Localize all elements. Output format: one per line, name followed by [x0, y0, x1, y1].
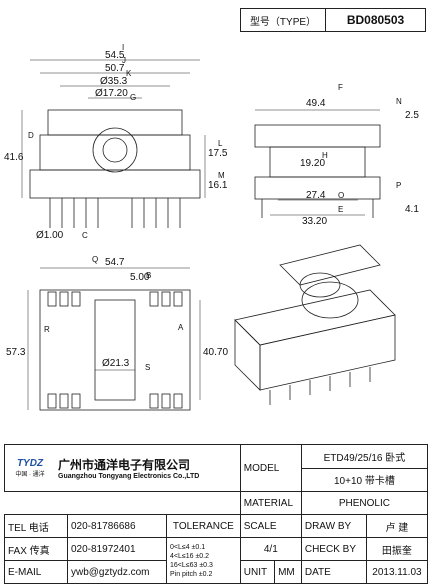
letter-e: E [338, 205, 343, 214]
isometric-view [234, 244, 396, 405]
pins-bottom-row [47, 393, 183, 409]
dim-41-6: 41.6 [4, 152, 24, 163]
technical-drawing: 54.5 50.7 Ø35.3 Ø17.20 41.6 17.5 16.1 Ø1… [4, 43, 419, 411]
side-flange-top [254, 124, 381, 148]
unit-value: MM [274, 560, 302, 584]
model-value-1: ETD49/25/16 卧式 [300, 444, 429, 469]
fax-value: 020-81972401 [67, 537, 167, 561]
center-hole-inner [102, 137, 128, 163]
model-label: MODEL [239, 444, 302, 492]
letter-l: L [218, 139, 223, 148]
letter-a: A [178, 323, 184, 332]
pins-front [49, 198, 181, 228]
date-label: DATE [300, 560, 367, 584]
material-label: MATERIAL [239, 491, 302, 515]
dim-d21-3: Ø21.3 [102, 358, 130, 369]
letter-g: G [130, 93, 136, 102]
letter-h: H [322, 151, 328, 160]
scale-value: 4/1 [239, 537, 302, 561]
email-label: E-MAIL [4, 560, 68, 584]
check-value: 田振奎 [365, 537, 429, 561]
dim-19-20: 19.20 [300, 158, 325, 169]
dim-d17-20: Ø17.20 [95, 88, 128, 99]
letter-r: R [44, 325, 50, 334]
blank-cell [4, 491, 241, 515]
dim-49-4: 49.4 [306, 98, 326, 109]
center-hole-outer [92, 127, 138, 173]
letter-m: M [218, 171, 225, 180]
company-logo: TYDZ 中国 · 通洋 [15, 458, 45, 478]
tolerance-table: 0<L≤4 ±0.1 4<L≤16 ±0.2 16<L≤63 ±0.3 Pin … [166, 537, 241, 584]
letter-n: N [396, 97, 402, 106]
bottom-center-slot [94, 299, 136, 401]
company-name-en: Guangzhou Tongyang Electronics Co.,LTD [58, 473, 200, 480]
dim-16-1: 16.1 [208, 180, 228, 191]
pin-base-front [29, 169, 201, 199]
company-cell: TYDZ 中国 · 通洋 广州市通洋电子有限公司 Guangzhou Tongy… [4, 444, 241, 492]
bobbin-flange-front [39, 134, 191, 171]
letter-d: D [28, 131, 34, 140]
dim-33-20: 33.20 [302, 216, 327, 227]
dim-54-5: 54.5 [105, 50, 125, 61]
letter-b: B [146, 271, 151, 280]
scale-label: SCALE [239, 514, 302, 538]
dim-17-5: 17.5 [208, 148, 228, 159]
letter-s: S [145, 363, 150, 372]
unit-label: UNIT [239, 560, 276, 584]
letter-i: I [122, 43, 124, 52]
type-label: 型号（TYPE） [241, 9, 326, 31]
dim-4-1: 4.1 [405, 204, 419, 215]
dim-54-7: 54.7 [105, 257, 125, 268]
material-value: PHENOLIC [300, 491, 429, 515]
email-value[interactable]: ywb@gztydz.com [67, 560, 167, 584]
check-label: CHECK BY [300, 537, 367, 561]
type-value: BD080503 [346, 13, 405, 27]
dim-2-5: 2.5 [405, 110, 419, 121]
dim-5-00: 5.00 [130, 272, 150, 283]
dim-d35-3: Ø35.3 [100, 76, 128, 87]
side-flange-bottom [254, 176, 381, 200]
date-value: 2013.11.03 [365, 560, 429, 584]
pins-top-row [47, 291, 183, 307]
draw-value: 卢 建 [365, 514, 429, 538]
dim-d1-00: Ø1.00 [36, 230, 64, 241]
fax-label: FAX 传真 [4, 537, 68, 561]
letter-p: P [396, 181, 401, 190]
tel-label: TEL 电话 [4, 514, 68, 538]
letter-o: O [338, 191, 344, 200]
core-window-front [47, 109, 183, 136]
letter-f: F [338, 83, 343, 92]
tel-value: 020-81786686 [67, 514, 167, 538]
company-name-cn: 广州市通洋电子有限公司 [58, 458, 191, 472]
letter-q: Q [92, 255, 98, 264]
tolerance-label: TOLERANCE [166, 514, 241, 538]
model-value-2: 10+10 带卡槽 [300, 467, 429, 492]
dim-50-7: 50.7 [105, 63, 125, 74]
dim-40-70: 40.70 [203, 347, 228, 358]
dim-27-4: 27.4 [306, 190, 326, 201]
letter-j: J [122, 56, 126, 65]
dim-57-3: 57.3 [6, 347, 26, 358]
letter-k: K [126, 69, 132, 78]
letter-c: C [82, 231, 88, 240]
type-box: 型号（TYPE） BD080503 [240, 8, 426, 32]
title-block: TYDZ 中国 · 通洋 广州市通洋电子有限公司 Guangzhou Tongy… [4, 444, 429, 584]
bottom-plan-body [39, 289, 191, 411]
draw-label: DRAW BY [300, 514, 367, 538]
